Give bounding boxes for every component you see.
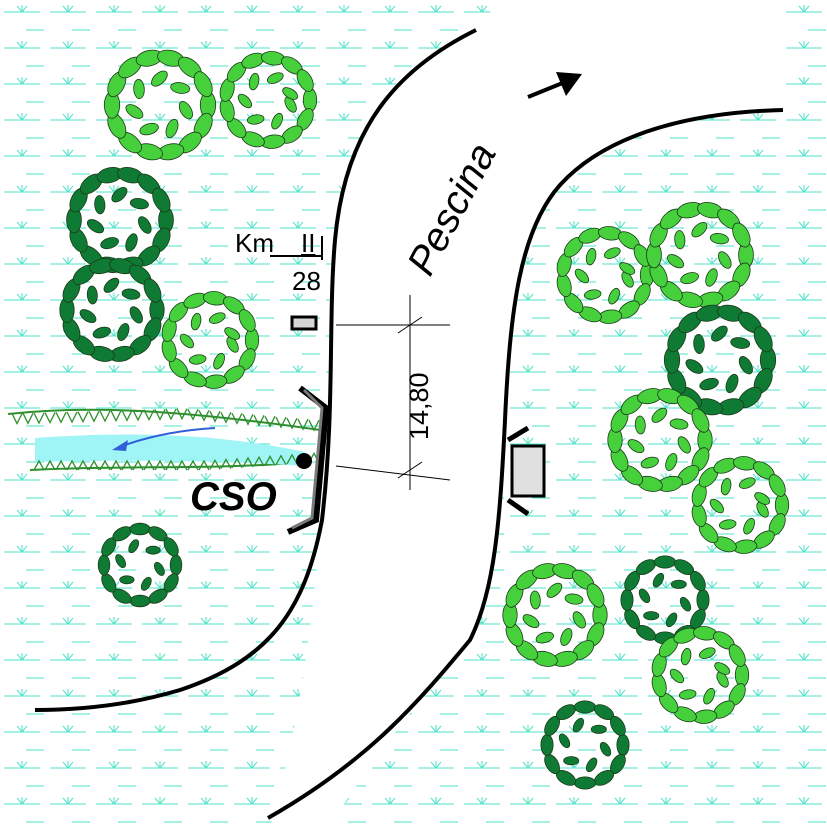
- tree-canopy-icon: [540, 700, 630, 790]
- cso-label: CSO: [190, 475, 277, 519]
- tree-canopy-icon: [691, 456, 790, 554]
- channel-vegetation-marks: [11, 408, 320, 471]
- right-bank-line: [267, 108, 784, 820]
- tree-canopy-icon: [502, 563, 608, 667]
- arrow-right-up-icon: [527, 72, 582, 99]
- cso-wall: [286, 385, 330, 535]
- tree-canopy-icon: [646, 202, 754, 308]
- river-water: [270, 0, 783, 827]
- tree-canopy-icon: [219, 51, 318, 149]
- tree-canopy-icon: [651, 626, 750, 724]
- flow-arrow-head: [112, 440, 128, 451]
- channel-water: [35, 434, 305, 466]
- tree-canopy-icon: [59, 258, 165, 362]
- km-prefix-label: Km: [235, 228, 274, 258]
- outfall-point: [296, 453, 312, 469]
- side-channel: [7, 408, 321, 471]
- left-bank-line: [34, 28, 477, 712]
- right-bank-structure: [506, 425, 546, 517]
- river-width-label: 14,80: [404, 372, 434, 440]
- tree-canopy-icon: [556, 226, 655, 324]
- km-value-label: 28: [292, 266, 321, 296]
- tree-canopy-icon: [97, 522, 183, 608]
- flow-arrow: [121, 427, 216, 447]
- km-roman-label: II: [301, 228, 315, 258]
- tree-canopy-icon: [103, 49, 217, 161]
- tree-group-right: [502, 202, 790, 790]
- tree-canopy-icon: [161, 291, 260, 389]
- km-marker-box: [290, 315, 318, 331]
- tree-canopy-icon: [607, 388, 713, 492]
- tree-group-left: [59, 49, 318, 608]
- width-dimension: [335, 295, 451, 490]
